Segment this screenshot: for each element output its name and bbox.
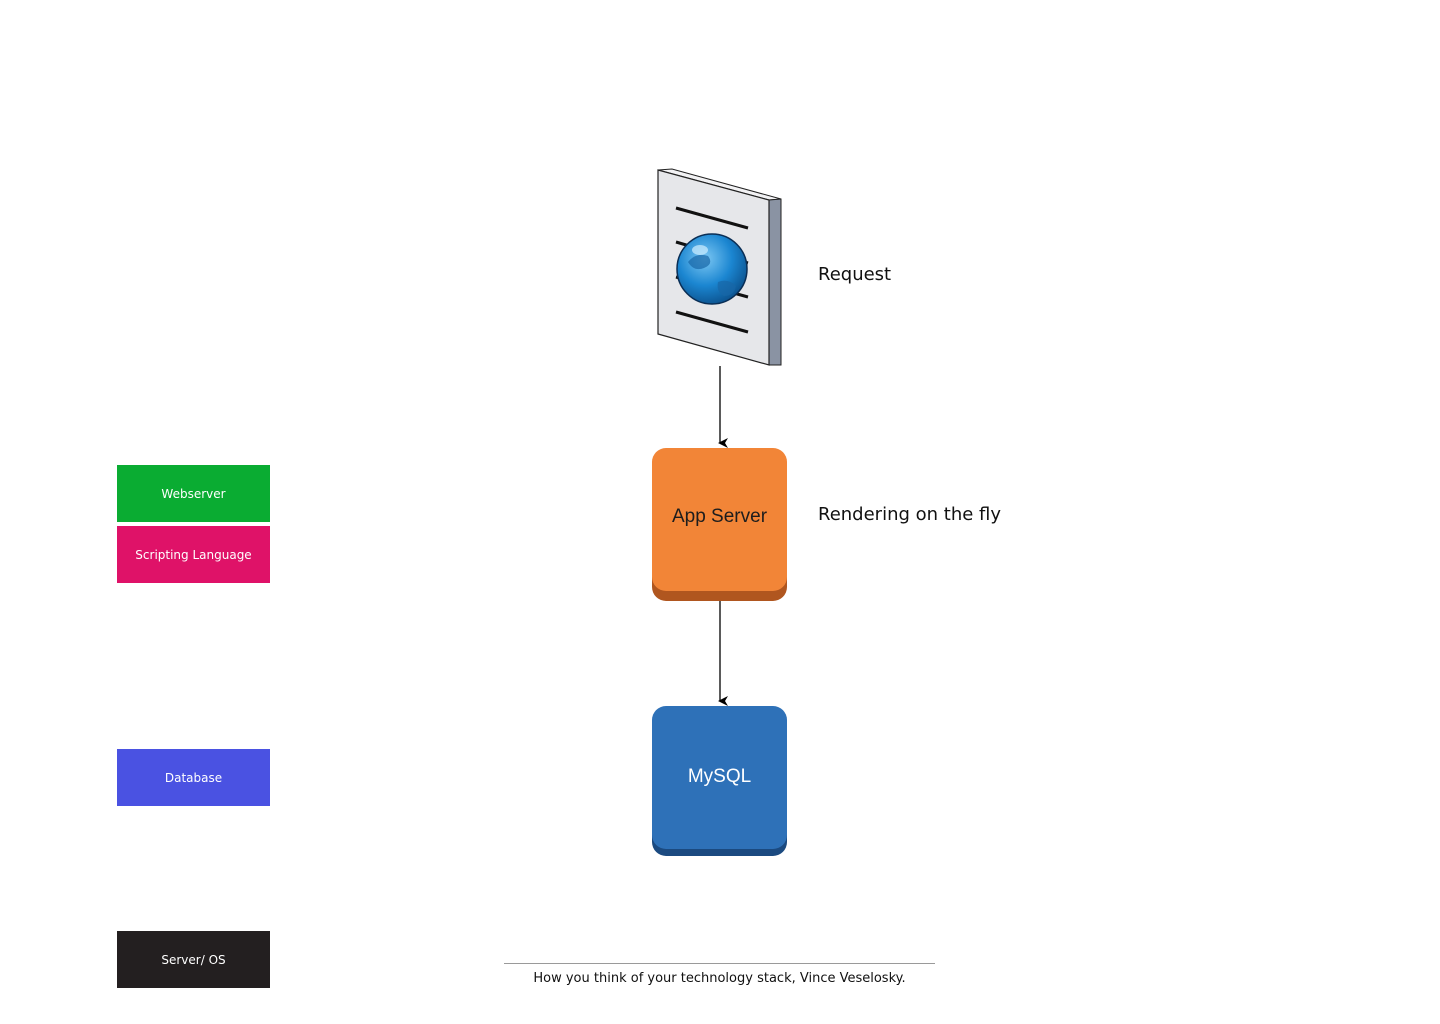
- app-server-node: [652, 448, 787, 601]
- request-label: Request: [818, 264, 892, 285]
- rendering-label: Rendering on the fly: [818, 504, 1002, 525]
- legend-webserver: Webserver: [117, 465, 270, 522]
- mysql-label: MySQL: [687, 766, 752, 787]
- legend-server-os-label: Server/ OS: [161, 952, 226, 967]
- legend-database-label: Database: [164, 770, 223, 785]
- app-server-label: App Server: [671, 506, 768, 527]
- legend-webserver-label: Webserver: [161, 486, 226, 501]
- mysql-node: [652, 706, 787, 856]
- legend-scripting-language-label: Scripting Language: [135, 547, 252, 562]
- legend-server-os: Server/ OS: [117, 931, 270, 988]
- web-page-globe-icon: [657, 168, 782, 366]
- caption-divider: [504, 963, 935, 964]
- legend-scripting-language: Scripting Language: [117, 526, 270, 583]
- caption: How you think of your technology stack, …: [533, 971, 906, 986]
- legend-database: Database: [117, 749, 270, 806]
